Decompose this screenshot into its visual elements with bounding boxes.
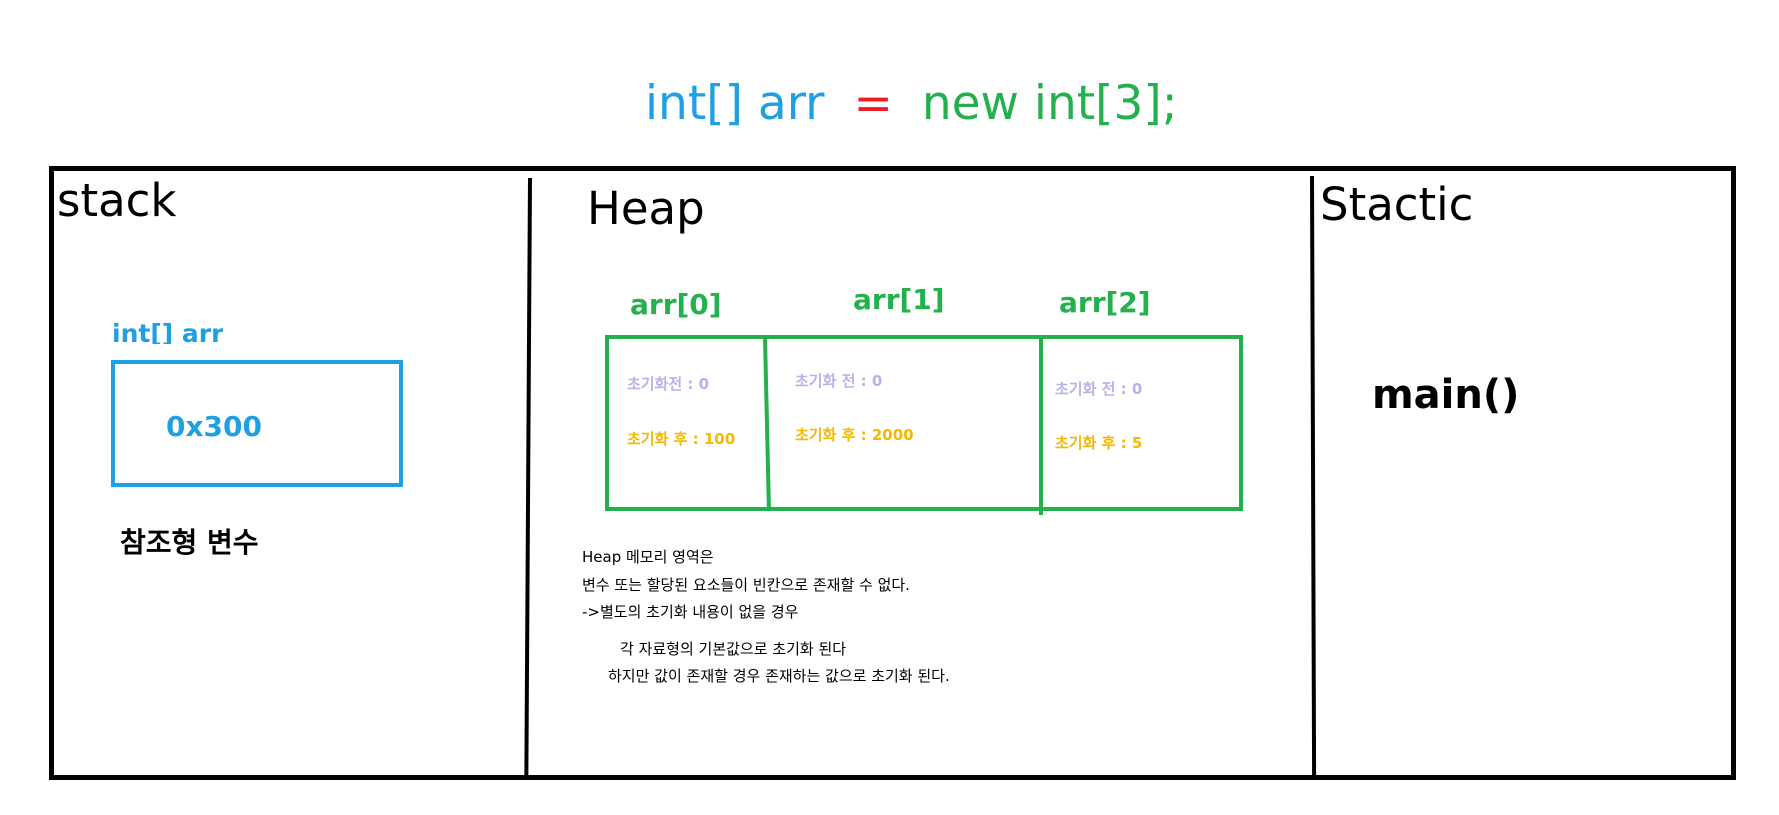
stack-variable-name: int[] arr [112,319,224,344]
memory-diagram-frame [49,166,1736,780]
heap-note-line: 변수 또는 할당된 요소들이 빈칸으로 존재할 수 없다. [582,576,910,594]
heap-note-line: 각 자료형의 기본값으로 초기화 된다 [620,640,847,658]
heap-cell-after-value: 초기화 후 : 5 [1055,434,1143,452]
static-main-method: main() [1372,372,1520,418]
heap-section-title: Heap [587,182,705,235]
code-type-decl: int[] arr [645,76,825,131]
heap-cell-label: arr[2] [1059,286,1151,319]
stack-reference-value: 0x300 [166,410,262,443]
heap-cell-before-value: 초기화 전 : 0 [795,372,883,390]
heap-cell-before-value: 초기화전 : 0 [627,375,710,393]
heap-cell-divider [1039,337,1043,515]
code-new-expr: new int[3]; [921,76,1178,131]
stack-variable-box [111,360,403,487]
heap-cell-after-value: 초기화 후 : 2000 [795,426,914,444]
heap-cell-after-value: 초기화 후 : 100 [627,430,736,448]
heap-note-line: 하지만 값이 존재할 경우 존재하는 값으로 초기화 된다. [608,667,950,685]
heap-note-line: Heap 메모리 영역은 [582,548,714,566]
reference-type-label: 참조형 변수 [120,526,259,559]
code-assign: = [853,76,893,131]
heap-array-box [605,335,1243,511]
static-section-title: Stactic [1320,178,1474,231]
heap-note-line: ->별도의 초기화 내용이 없을 경우 [582,603,799,621]
code-statement: int[] arr = new int[3]; [645,76,1192,131]
heap-cell-label: arr[0] [630,288,722,321]
stack-section-title: stack [57,174,177,227]
heap-cell-label: arr[1] [853,283,945,316]
heap-cell-before-value: 초기화 전 : 0 [1055,380,1143,398]
